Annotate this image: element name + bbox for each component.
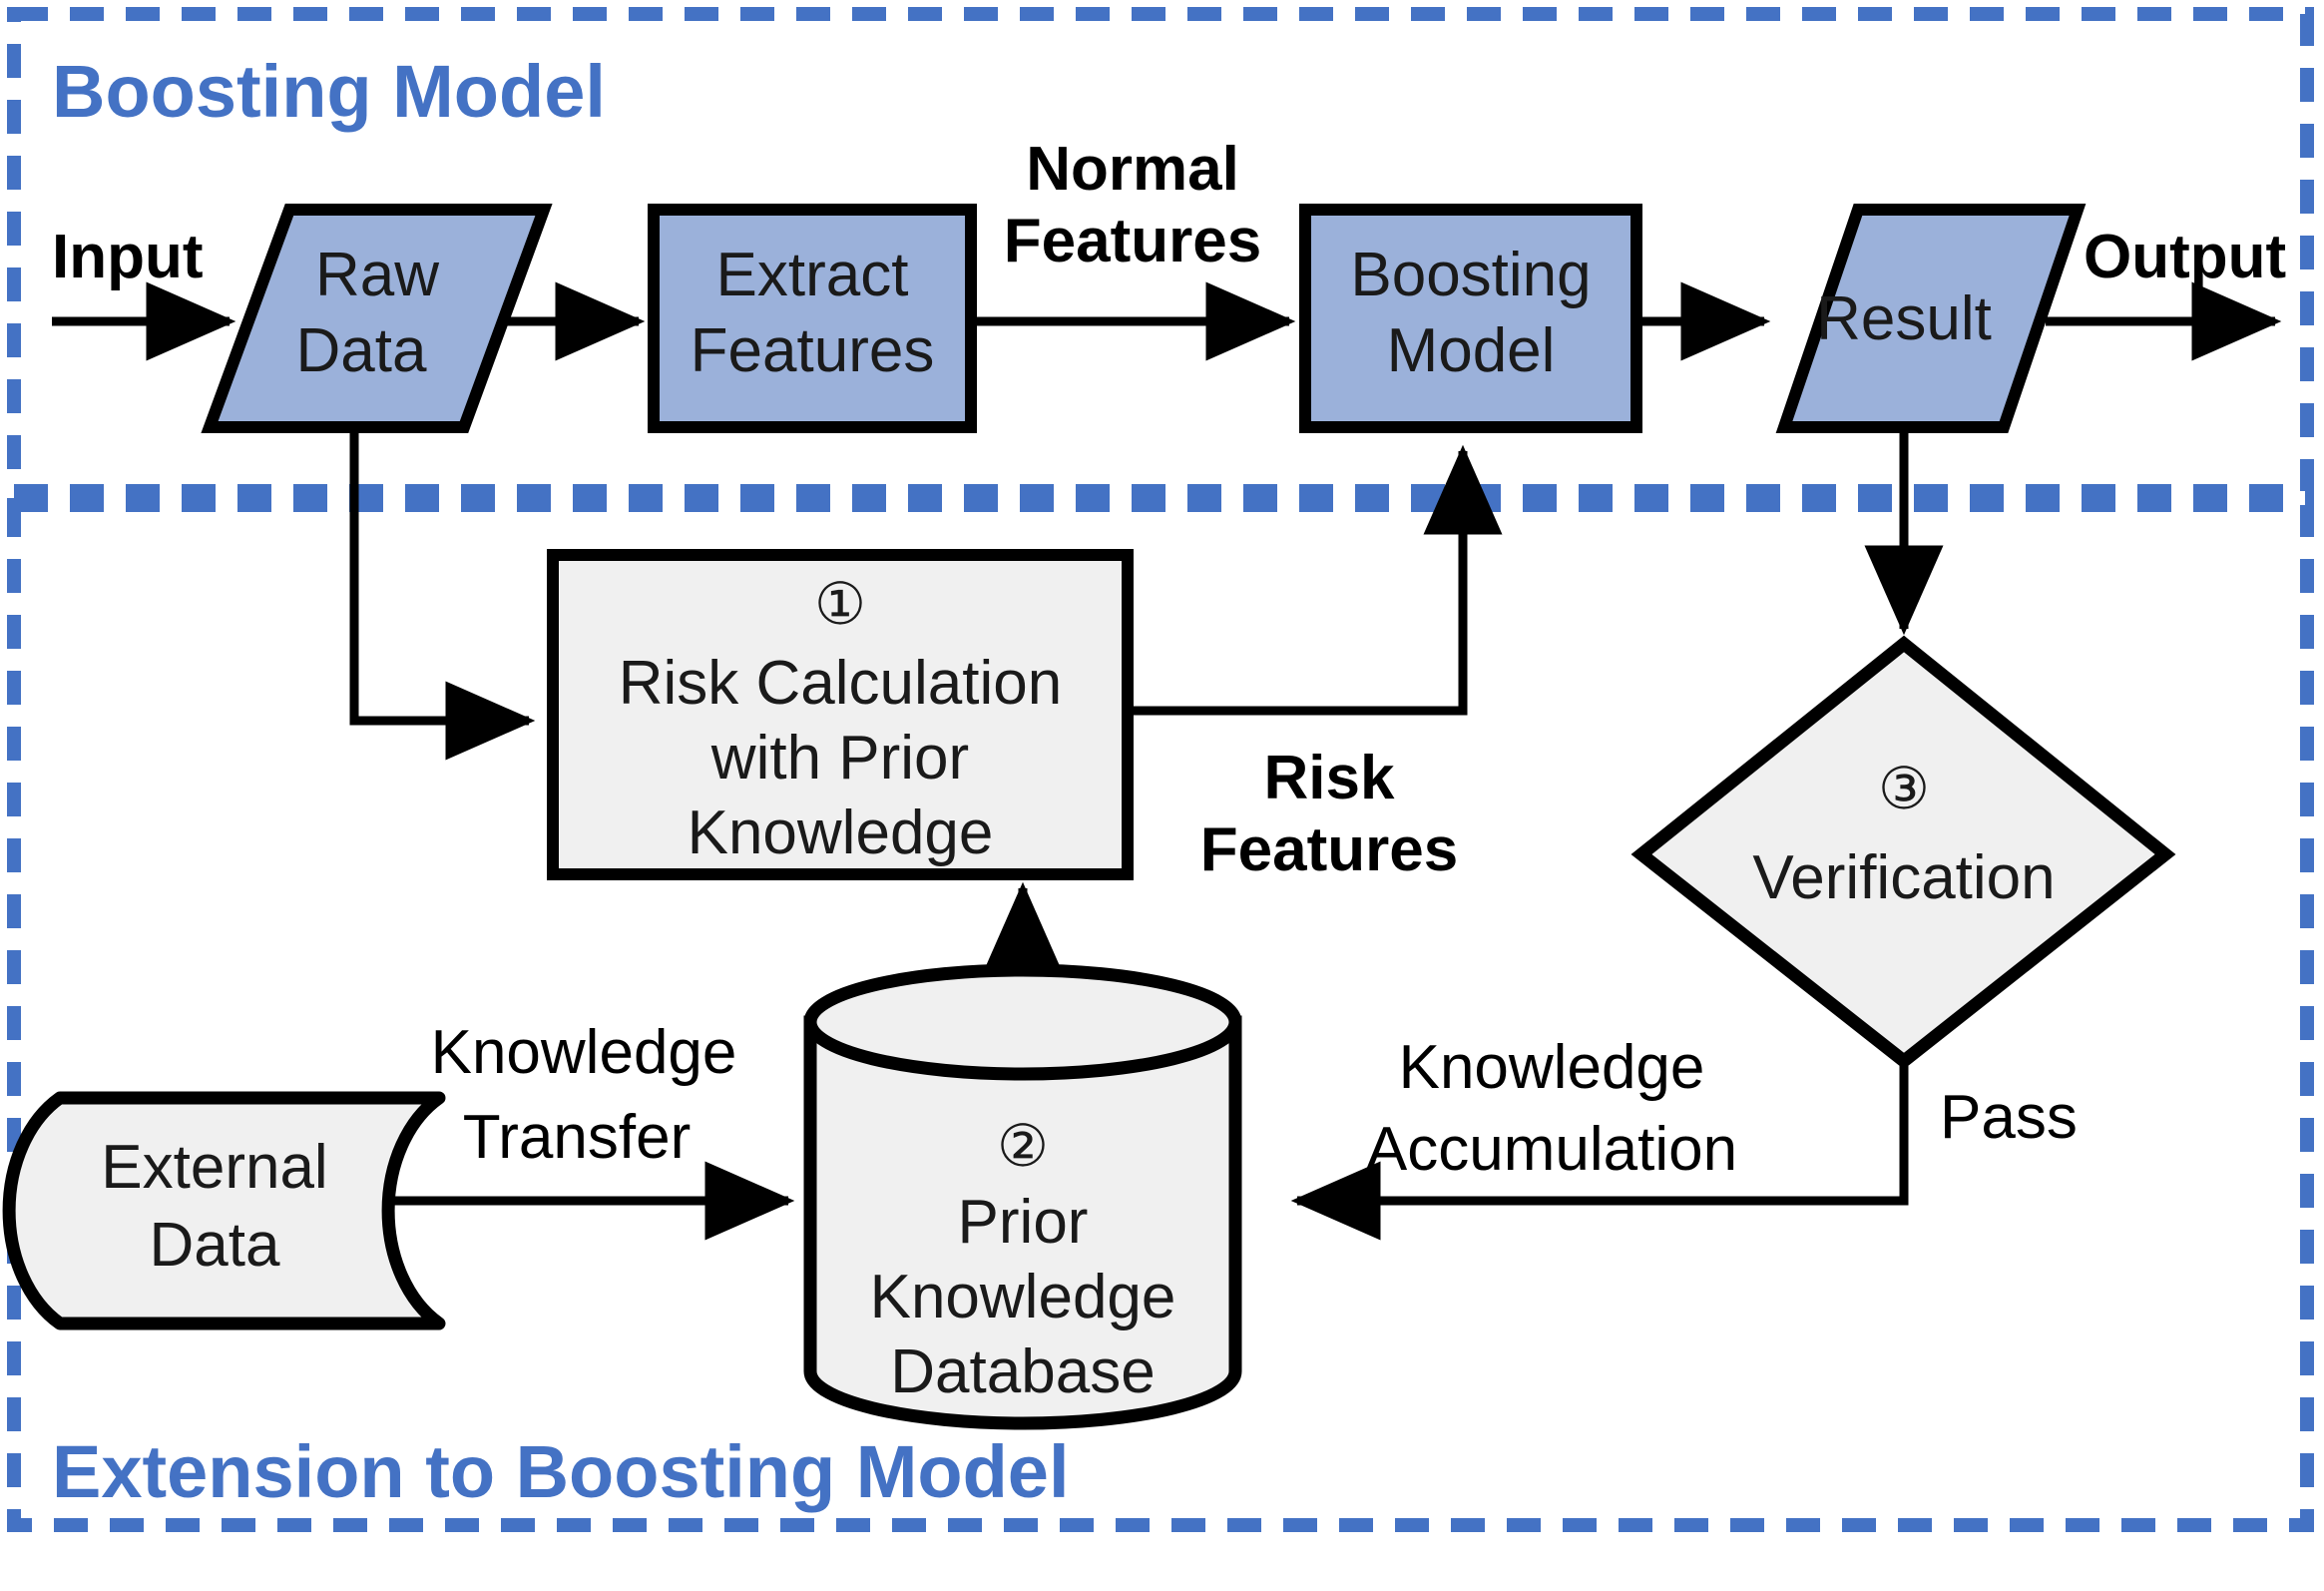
section-title-boosting-model: Boosting Model (52, 50, 606, 133)
node-raw-data[interactable]: Raw Data (201, 204, 553, 433)
section-boosting-model-box (7, 7, 2314, 498)
node-database-label-3: Database (890, 1337, 1155, 1406)
edge-verification-to-database (1290, 1066, 1909, 1241)
node-boosting-model-label-1: Boosting (1350, 241, 1591, 309)
edge-label-input: Input (52, 223, 204, 291)
section-extension-box (7, 498, 2314, 1532)
node-database-number: ② (997, 1114, 1049, 1179)
node-external-data[interactable]: External Data (2, 1091, 446, 1330)
node-verification[interactable]: ③ Verification (1630, 635, 2176, 1070)
edge-label-knowledge-transfer-1: Knowledge (431, 1018, 737, 1087)
edge-raw-data-to-risk-calculation (349, 424, 536, 761)
edge-label-normal-features-1: Normal (1026, 135, 1239, 204)
node-risk-calculation[interactable]: ① Risk Calculation with Prior Knowledge (547, 549, 1134, 880)
node-verification-number: ③ (1878, 757, 1930, 821)
node-risk-calculation-number: ① (814, 572, 866, 637)
edge-label-pass: Pass (1940, 1083, 2078, 1152)
edge-label-output: Output (2084, 223, 2286, 291)
edge-label-knowledge-accumulation-2: Accumulation (1366, 1115, 1737, 1184)
node-external-data-label-1: External (101, 1133, 327, 1202)
node-boosting-model[interactable]: Boosting Model (1299, 204, 1642, 433)
node-risk-calculation-label-1: Risk Calculation (619, 649, 1063, 718)
edge-label-knowledge-transfer-2: Transfer (463, 1103, 692, 1172)
node-boosting-model-label-2: Model (1387, 316, 1556, 385)
node-database-label-2: Knowledge (870, 1263, 1176, 1331)
node-database-label-1: Prior (958, 1188, 1089, 1257)
node-result-label-1: Result (1816, 284, 1992, 353)
node-verification-label-1: Verification (1752, 843, 2055, 912)
node-extract-features[interactable]: Extract Features (648, 204, 977, 433)
edge-label-risk-features-1: Risk (1264, 744, 1395, 812)
node-result[interactable]: Result (1775, 204, 2087, 433)
node-prior-knowledge-database[interactable]: ② Prior Knowledge Database (803, 963, 1242, 1430)
node-raw-data-label-1: Raw (315, 241, 439, 309)
edge-label-knowledge-accumulation-1: Knowledge (1399, 1033, 1705, 1102)
edge-label-normal-features-2: Features (1004, 207, 1261, 275)
node-risk-calculation-label-3: Knowledge (688, 798, 994, 867)
edge-label-risk-features-2: Features (1200, 815, 1458, 884)
edge-risk-calculation-to-boosting (1128, 444, 1503, 716)
node-extract-features-label-1: Extract (716, 241, 909, 309)
node-external-data-label-2: Data (150, 1211, 280, 1280)
section-title-extension: Extension to Boosting Model (52, 1430, 1070, 1513)
node-extract-features-label-2: Features (691, 316, 935, 385)
node-raw-data-label-2: Data (296, 316, 427, 385)
node-risk-calculation-label-2: with Prior (710, 724, 969, 793)
